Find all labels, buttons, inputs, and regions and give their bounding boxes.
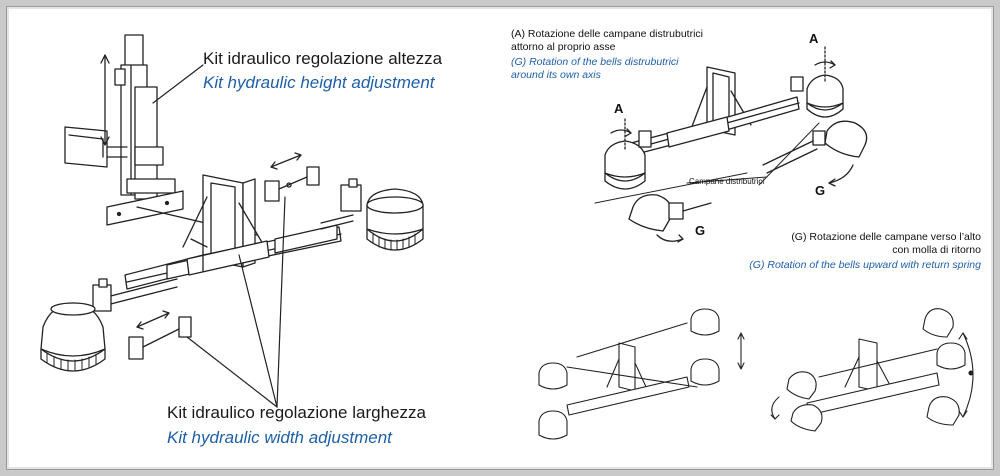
small-drawing-right <box>770 308 974 432</box>
telescopic-arms <box>98 214 354 308</box>
line-art <box>40 34 974 440</box>
callout-a-right: A <box>809 31 819 46</box>
rotation-up-it-2: con molla di ritorno <box>892 244 981 256</box>
central-frame <box>182 174 276 268</box>
width-kit-label-it: Kit idraulico regolazione larghezza <box>167 403 426 422</box>
rotation-axis-en-2: around its own axis <box>511 69 601 81</box>
bells-label: Campane distributrici <box>689 177 765 186</box>
bell-left-main <box>40 278 112 372</box>
width-kit-label-en: Kit hydraulic width adjustment <box>167 428 392 447</box>
width-kit-lower <box>128 310 192 360</box>
callout-g-right: G <box>815 183 826 198</box>
bell-right-main <box>340 178 424 251</box>
height-mast <box>64 34 176 200</box>
height-kit-label-en: Kit hydraulic height adjustment <box>203 73 435 92</box>
rotation-up-en: (G) Rotation of the bells upward with re… <box>749 259 981 271</box>
rotation-up-it-1: (G) Rotazione delle campane verso l’alto <box>791 231 981 243</box>
main-machine-drawing <box>40 34 424 408</box>
rotation-axis-it-1: (A) Rotazione delle campane distrubutric… <box>511 28 704 40</box>
rotation-axis-it-2: attorno al proprio asse <box>511 41 616 53</box>
rotation-detail-drawing <box>594 46 868 243</box>
leader-lines <box>152 64 286 408</box>
illustration-panel: Kit idraulico regolazione altezza Kit hy… <box>6 6 994 470</box>
height-kit-label-it: Kit idraulico regolazione altezza <box>203 49 443 68</box>
callout-a-left: A <box>614 101 624 116</box>
tilted-bell-right <box>762 120 868 187</box>
small-drawing-left <box>538 308 745 440</box>
callout-g-left: G <box>695 223 706 238</box>
rotation-axis-en-1: (G) Rotation of the bells distrubutrici <box>511 56 679 68</box>
width-kit-upper <box>264 152 320 202</box>
tilted-bell-left <box>628 194 712 243</box>
